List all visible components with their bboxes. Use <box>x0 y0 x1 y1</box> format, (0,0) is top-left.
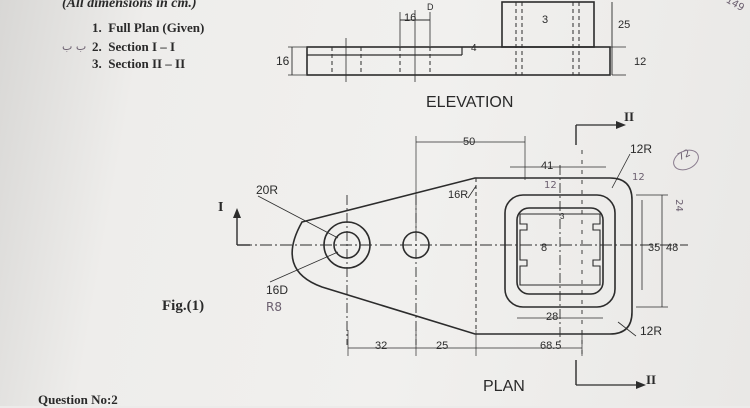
dim-label: 4 <box>471 43 477 54</box>
section-mark-II-bottom: II <box>646 372 657 387</box>
view-label-elevation: ELEVATION <box>426 94 514 111</box>
dimensions-note: (All dimensions in cm.) <box>62 0 197 11</box>
list-item: 1. Full Plan (Given) <box>92 20 205 35</box>
pencil-note: R8 <box>266 300 282 314</box>
dim-label: 32 <box>375 340 388 352</box>
dim-label: 25 <box>436 340 449 352</box>
next-question-heading: Question No:2 <box>38 392 118 407</box>
dim-label: 3 <box>542 14 549 26</box>
pencil-note: 12 <box>632 172 645 183</box>
dim-label: D <box>427 2 434 12</box>
dim-label: 16D <box>266 283 289 297</box>
figure-caption: Fig.(1) <box>162 298 205 314</box>
dim-label: 16 <box>404 12 417 24</box>
pencil-circle <box>673 149 699 171</box>
plan-view <box>236 124 688 386</box>
dim-label: 12R <box>630 142 653 156</box>
dim-label: 12 <box>634 56 647 68</box>
dim-label: 16 <box>276 54 290 68</box>
list-item: 3. Section II – II <box>92 56 186 71</box>
dim-label: 41 <box>541 160 554 172</box>
section-mark-I: I <box>218 200 224 215</box>
dim-label: 3 <box>560 212 565 221</box>
section-mark-II-top: II <box>624 109 635 124</box>
dim-label: 12R <box>640 324 663 338</box>
dim-label: 68.5 <box>540 340 562 352</box>
dim-label: 8 <box>541 242 548 254</box>
pencil-mark: ب ب <box>62 40 87 53</box>
view-label-plan: PLAN <box>483 378 525 395</box>
arrow-heads <box>233 121 646 389</box>
dim-label: 28 <box>546 311 559 323</box>
pencil-note: 12 <box>544 180 557 191</box>
elevation-view <box>288 1 626 82</box>
dim-label: 16R <box>448 189 469 201</box>
dim-label: 25 <box>618 19 631 31</box>
list-item: 2. Section I – I <box>92 39 176 54</box>
dim-label: 20R <box>256 183 279 197</box>
